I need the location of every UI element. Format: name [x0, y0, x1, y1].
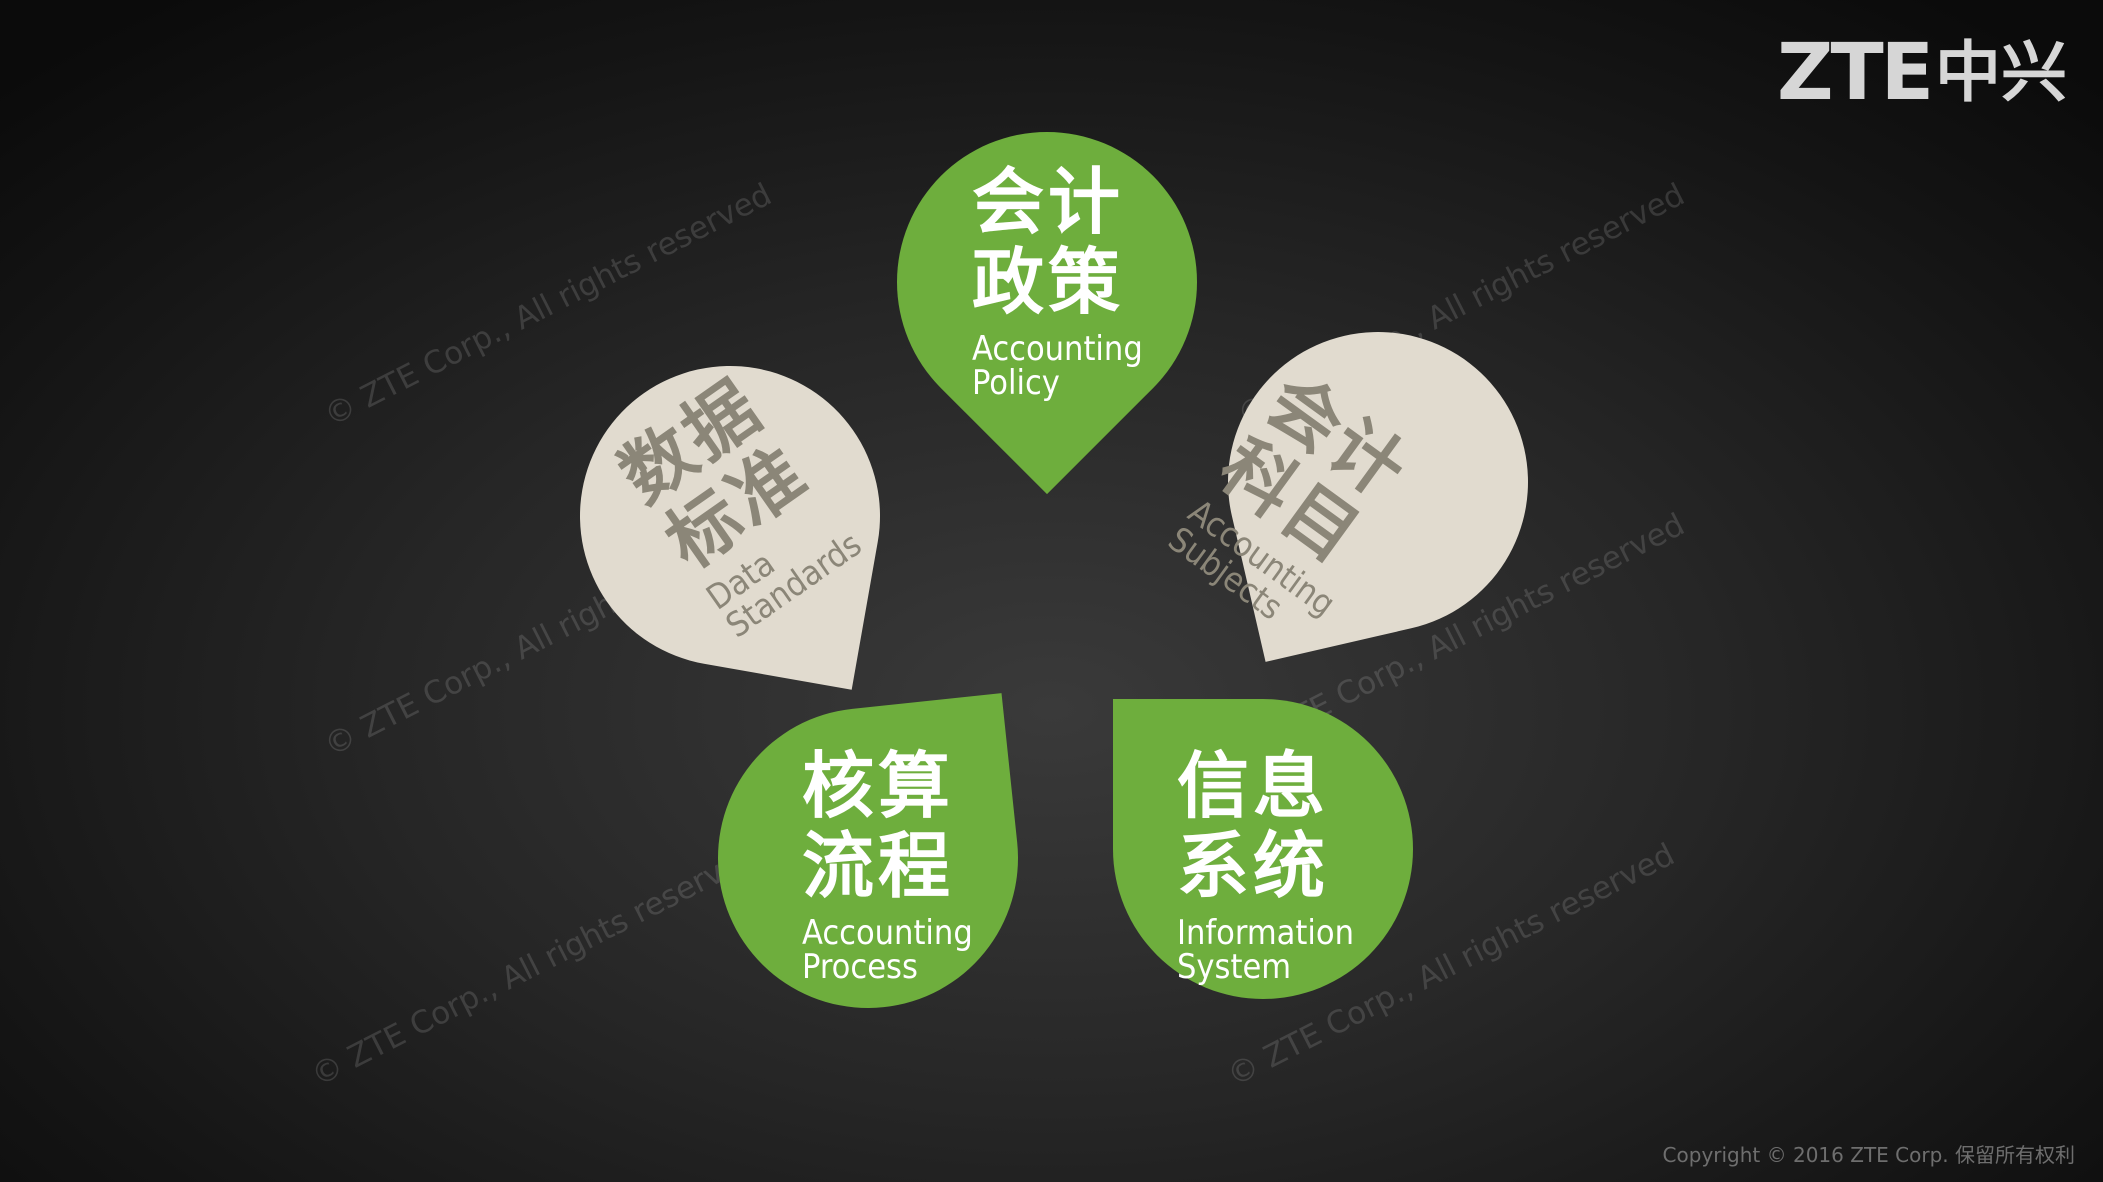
- petal-information-system-label: 信息 系统 Information System: [1177, 746, 1354, 984]
- petal-accounting-policy-label: 会计 政策 Accounting Policy: [972, 162, 1143, 400]
- petal-information-system: [1113, 699, 1413, 999]
- watermark: © ZTE Corp., All rights reserved: [305, 836, 765, 1094]
- en-line: System: [1177, 947, 1292, 987]
- zte-logo: ZTE 中兴: [1777, 34, 2067, 112]
- cjk-line: 核算: [802, 744, 955, 828]
- petal-accounting-process-label: 核算 流程 Accounting Process: [802, 746, 973, 984]
- cjk-line: 会计: [972, 160, 1125, 244]
- en-line: Process: [802, 947, 918, 987]
- en-line: Accounting: [802, 913, 973, 953]
- en-line: Policy: [972, 363, 1060, 403]
- logo-latin: ZTE: [1776, 28, 1934, 118]
- cjk-line: 信息: [1177, 744, 1330, 828]
- logo-cjk: 中兴: [1935, 34, 2067, 111]
- en-line: Accounting: [972, 329, 1143, 369]
- copyright-footer: Copyright © 2016 ZTE Corp. 保留所有权利: [1662, 1143, 2075, 1167]
- en-line: Information: [1177, 913, 1354, 953]
- cjk-line: 流程: [802, 824, 955, 908]
- cjk-line: 政策: [972, 240, 1125, 324]
- cjk-line: 系统: [1177, 824, 1330, 908]
